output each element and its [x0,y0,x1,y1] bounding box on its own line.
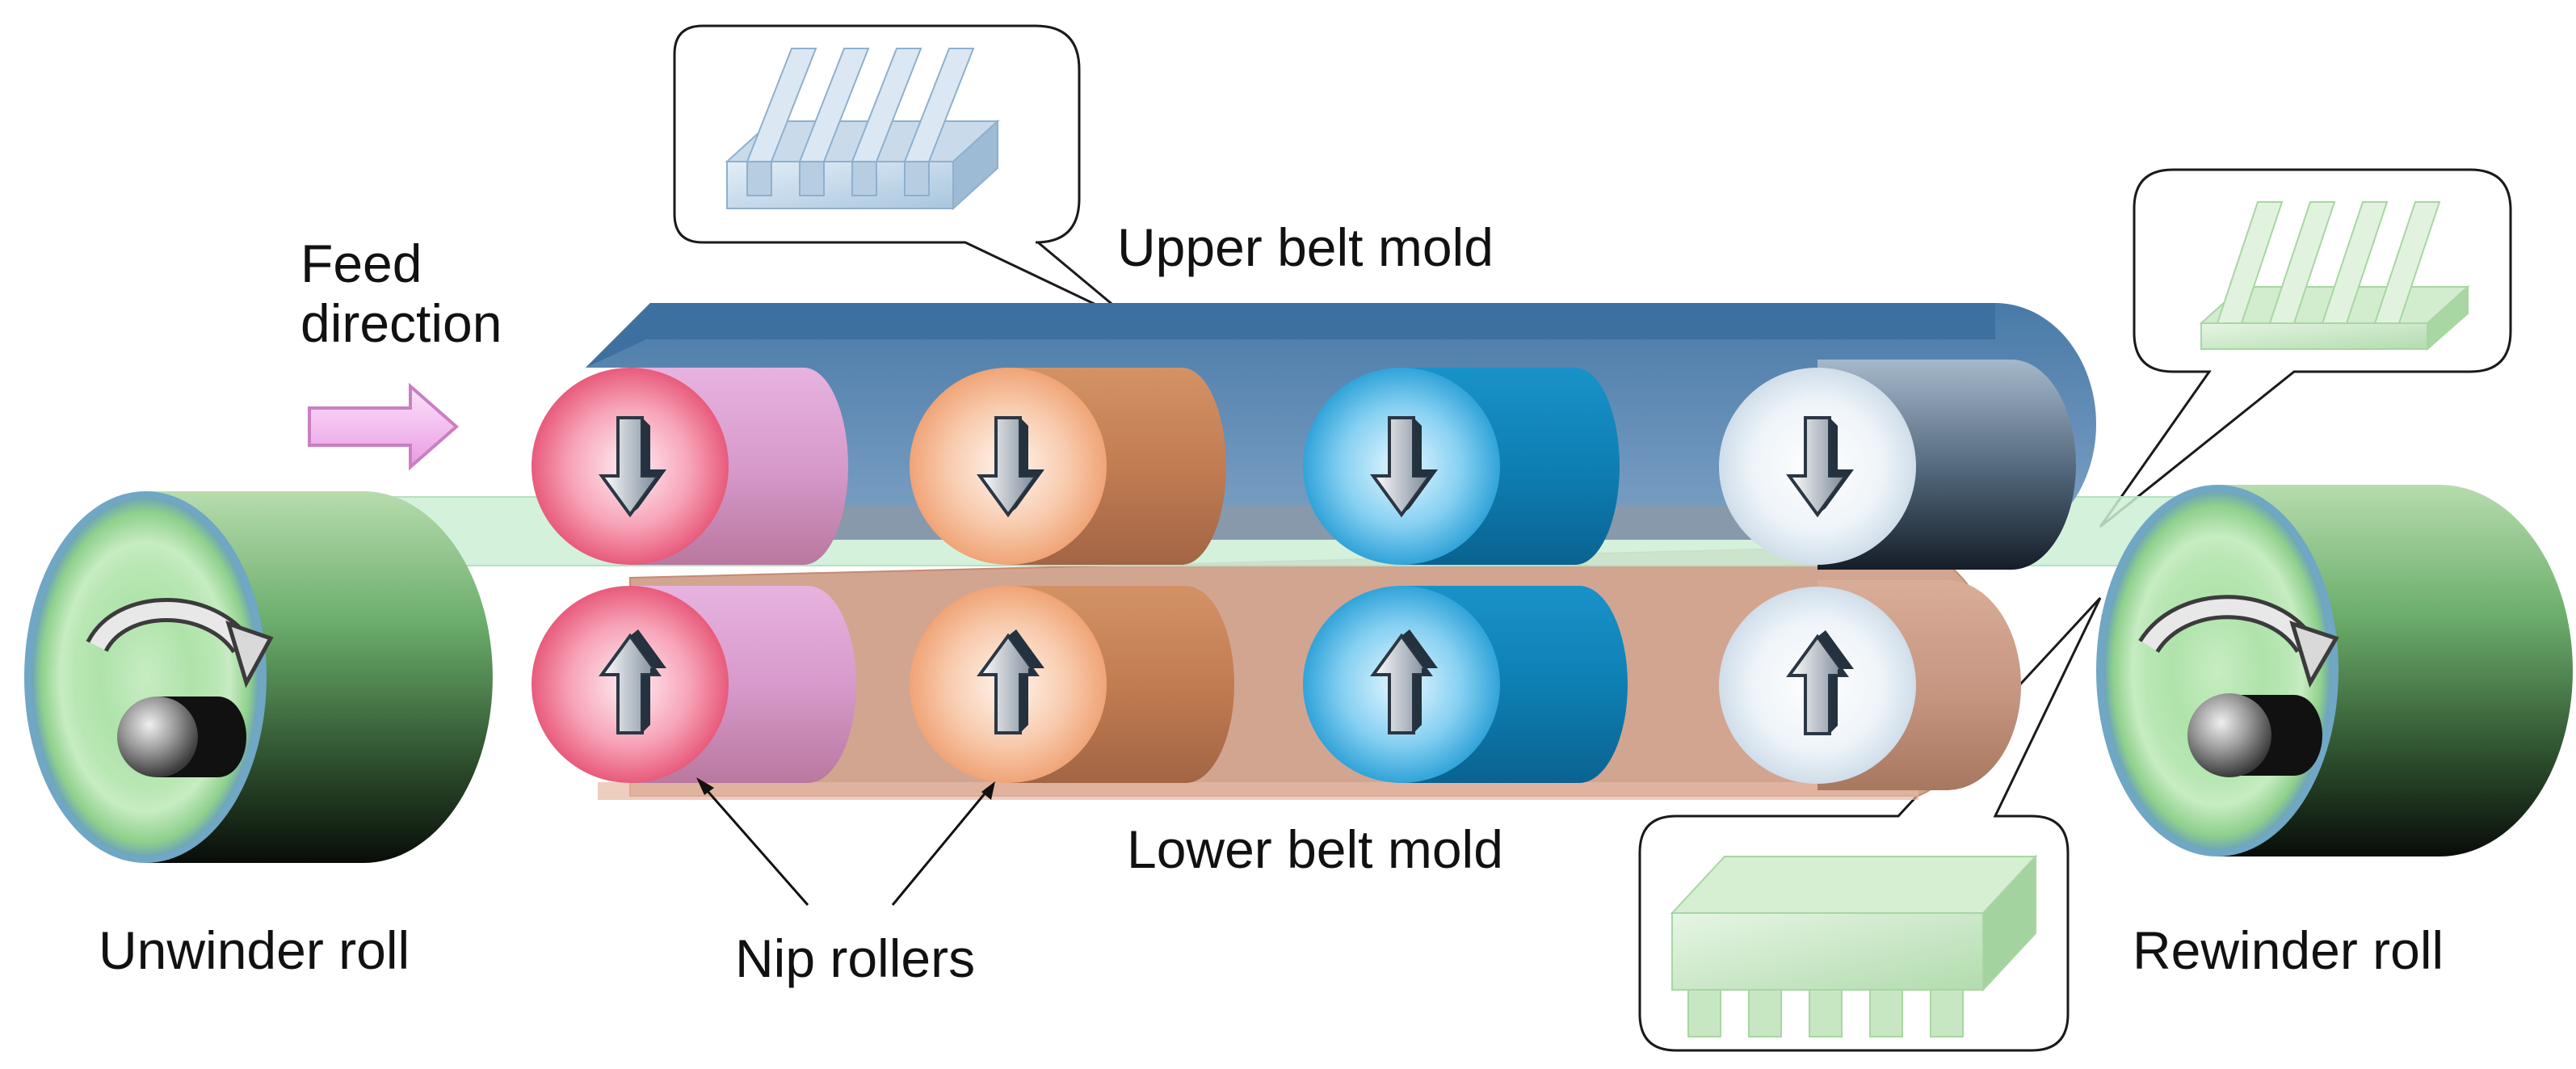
feed-direction-label: Feed direction [300,234,502,354]
up-arrow-icons [599,629,1854,735]
feed-arrow-icon [308,382,460,471]
rotation-arrow-icon [86,598,274,688]
down-arrow-icon [1370,416,1438,518]
lower-mold-callout [1638,596,2102,1052]
up-arrow-icon [1786,630,1854,735]
upper-belt-mold-label: Upper belt mold [1117,217,1494,277]
up-arrow-icon [977,629,1044,734]
feed-direction-line-2: direction [300,293,502,353]
upper-mold-callout [673,24,1136,325]
up-arrow-icon [599,629,666,734]
lower-mold-profile-icon [1670,854,2038,1037]
down-arrow-icon [1786,416,1854,518]
unwinder-shaft [117,697,246,777]
rewinder-shaft [2187,693,2322,777]
nip-roller-pointers [696,777,995,906]
down-arrow-icon [599,416,666,518]
nip-rollers-label: Nip rollers [735,928,976,988]
down-arrow-icon [977,416,1044,518]
rewinder-roll [2096,485,2573,856]
rotation-arrow-icon [2138,595,2339,688]
up-arrow-icon [1370,629,1438,734]
unwinder-roll [24,491,493,863]
rewinder-roll-label: Rewinder roll [2133,920,2444,980]
upper-nip-rollers [532,368,1916,565]
upper-mold-profile-icon [725,48,1000,211]
feed-direction-line-1: Feed [300,234,422,293]
film-profile-icon [2199,201,2470,351]
lower-belt-mold-label: Lower belt mold [1127,819,1503,879]
down-arrow-icons [599,416,1854,518]
film-product-callout [2099,168,2512,528]
unwinder-roll-label: Unwinder roll [99,920,410,980]
